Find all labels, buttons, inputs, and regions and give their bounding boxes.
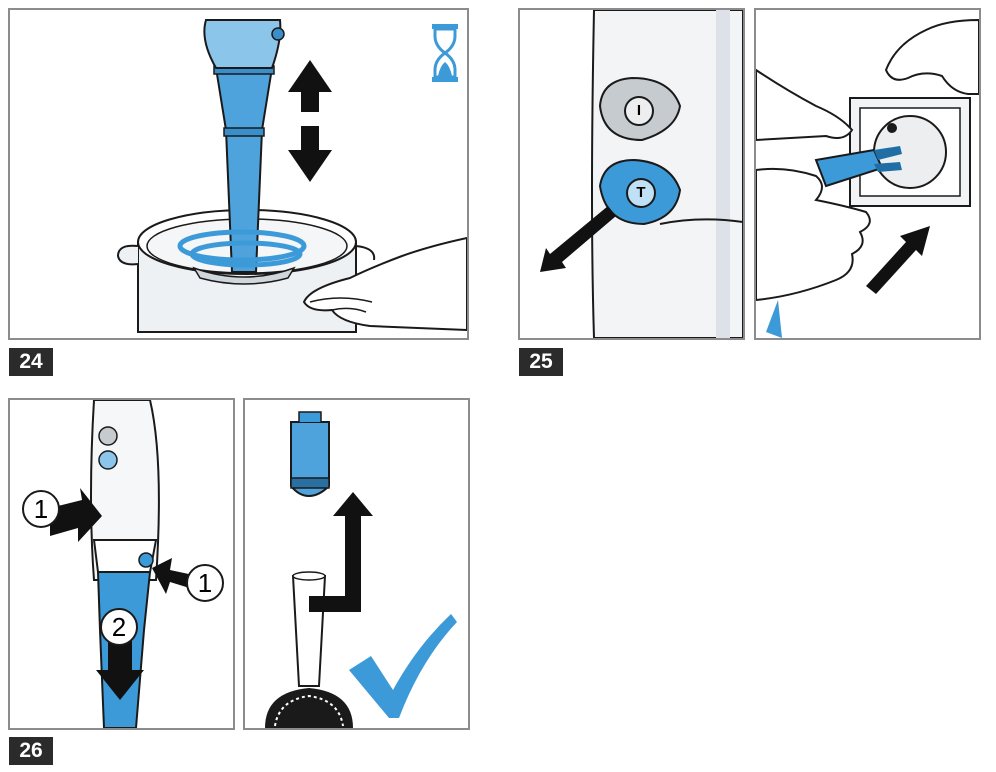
turbo-button-label: T bbox=[636, 184, 646, 201]
removing-gear-illustration bbox=[265, 411, 457, 728]
blending-in-pot-illustration bbox=[116, 19, 467, 333]
figure-25-unplug-panel bbox=[754, 8, 981, 340]
figure-25-switch-panel: I T bbox=[518, 8, 745, 340]
unplugging-illustration bbox=[756, 18, 979, 338]
step-1-left-label: 1 bbox=[33, 494, 49, 524]
figure-26-storage-panel bbox=[243, 398, 470, 730]
step-2-label: 2 bbox=[111, 612, 127, 642]
figure-number-25: 25 bbox=[519, 348, 563, 376]
figure-number-24: 24 bbox=[9, 348, 53, 376]
hourglass-icon bbox=[432, 24, 458, 82]
handle-buttons-illustration bbox=[540, 10, 743, 338]
figure-26-detach-panel: 1 1 2 bbox=[8, 398, 235, 730]
step-1-right-callout: 1 bbox=[186, 564, 224, 602]
figure-number-26: 26 bbox=[9, 737, 53, 765]
on-button-icon: I bbox=[624, 96, 654, 126]
step-1-left-callout: 1 bbox=[22, 490, 60, 528]
figure-24-panel bbox=[8, 8, 469, 340]
turbo-button-icon: T bbox=[626, 178, 656, 208]
step-2-callout: 2 bbox=[100, 608, 138, 646]
on-button-label: I bbox=[636, 102, 642, 119]
step-1-right-label: 1 bbox=[197, 568, 213, 598]
detaching-shaft-illustration bbox=[50, 400, 198, 728]
